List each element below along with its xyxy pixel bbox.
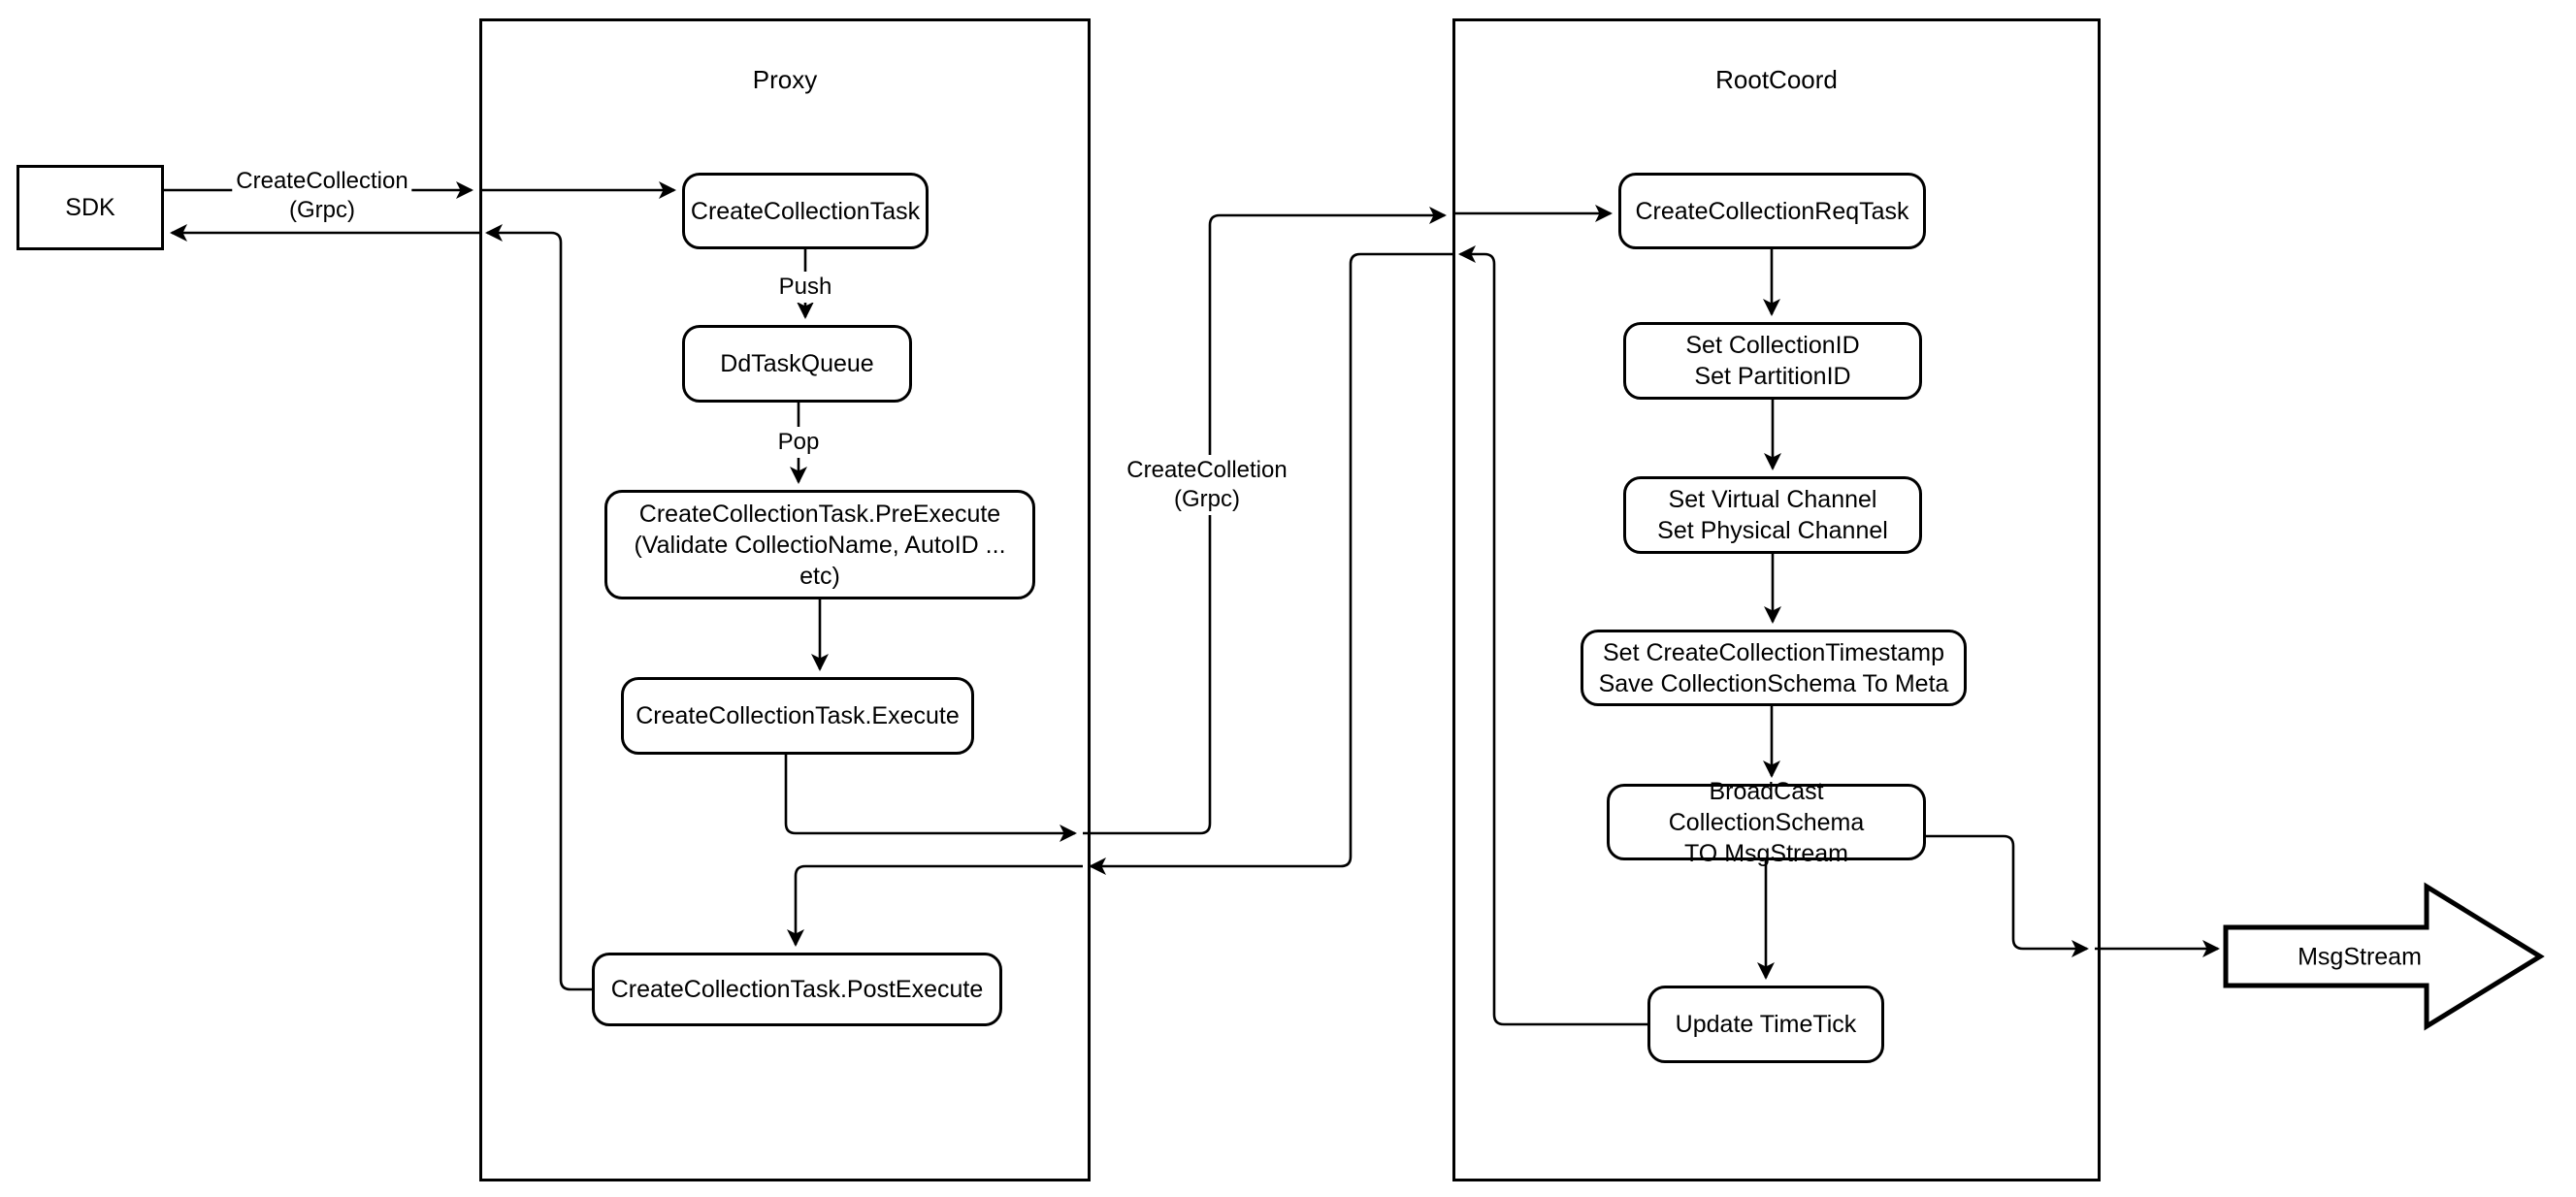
msgstream-label: MsgStream xyxy=(2298,944,2422,972)
node-set-channels-line1: Set Virtual Channel xyxy=(1668,486,1877,513)
msgstream-block-arrow xyxy=(2223,882,2545,1031)
node-req-task-label: CreateCollectionReqTask xyxy=(1635,197,1909,225)
node-sdk: SDK xyxy=(16,165,164,250)
node-set-channels: Set Virtual Channel Set Physical Channel xyxy=(1623,476,1922,554)
node-pre-execute-line2: (Validate CollectioName, AutoID ... etc) xyxy=(634,531,1006,590)
node-post-execute: CreateCollectionTask.PostExecute xyxy=(592,953,1002,1026)
edge-label-proxy-grpc: CreateColletion (Grpc) xyxy=(1123,455,1291,515)
edge-label-sdk-grpc-line2: (Grpc) xyxy=(288,197,355,223)
rootcoord-title: RootCoord xyxy=(1715,65,1838,94)
rootcoord-container: RootCoord xyxy=(1452,18,2101,1181)
node-set-timestamp-line1: Set CreateCollectionTimestamp xyxy=(1603,638,1944,666)
node-set-channels-line2: Set Physical Channel xyxy=(1657,517,1888,544)
node-broadcast-line2: TO MsgStream xyxy=(1683,839,1849,867)
edge-label-proxy-grpc-line1: CreateColletion xyxy=(1126,457,1288,483)
node-create-collection-task: CreateCollectionTask xyxy=(682,173,929,249)
node-req-task: CreateCollectionReqTask xyxy=(1618,173,1926,249)
node-pre-execute: CreateCollectionTask.PreExecute (Validat… xyxy=(604,490,1035,599)
node-broadcast-line1: BroadCast CollectionSchema xyxy=(1668,777,1865,836)
node-update-timetick: Update TimeTick xyxy=(1647,986,1884,1063)
node-set-timestamp: Set CreateCollectionTimestamp Save Colle… xyxy=(1581,630,1967,706)
proxy-container: Proxy xyxy=(479,18,1091,1181)
node-broadcast: BroadCast CollectionSchema TO MsgStream xyxy=(1607,778,1926,867)
node-set-timestamp-line2: Save CollectionSchema To Meta xyxy=(1598,669,1949,697)
node-post-execute-label: CreateCollectionTask.PostExecute xyxy=(610,976,984,1003)
node-create-collection-task-label: CreateCollectionTask xyxy=(690,197,921,225)
node-execute-label: CreateCollectionTask.Execute xyxy=(636,702,960,729)
edge-label-push: Push xyxy=(774,272,836,303)
edge-label-pop: Pop xyxy=(773,427,824,458)
node-dd-task-queue-label: DdTaskQueue xyxy=(720,350,874,377)
node-update-timetick-label: Update TimeTick xyxy=(1675,1011,1857,1038)
node-set-ids-line2: Set PartitionID xyxy=(1694,363,1851,390)
edge-label-push-text: Push xyxy=(778,274,832,300)
node-dd-task-queue: DdTaskQueue xyxy=(682,325,912,403)
edge-label-sdk-grpc-line1: CreateCollection xyxy=(236,168,408,194)
node-set-ids-line1: Set CollectionID xyxy=(1685,332,1860,359)
edge-label-sdk-grpc: CreateCollection (Grpc) xyxy=(232,166,412,226)
proxy-title: Proxy xyxy=(752,65,818,94)
node-execute: CreateCollectionTask.Execute xyxy=(621,677,974,755)
edge-label-pop-text: Pop xyxy=(777,429,820,455)
node-sdk-label: SDK xyxy=(65,194,115,221)
msgstream-label-text: MsgStream xyxy=(2298,943,2422,971)
node-set-ids: Set CollectionID Set PartitionID xyxy=(1623,322,1922,400)
node-pre-execute-line1: CreateCollectionTask.PreExecute xyxy=(638,500,1001,528)
edge-label-proxy-grpc-line2: (Grpc) xyxy=(1173,486,1240,512)
